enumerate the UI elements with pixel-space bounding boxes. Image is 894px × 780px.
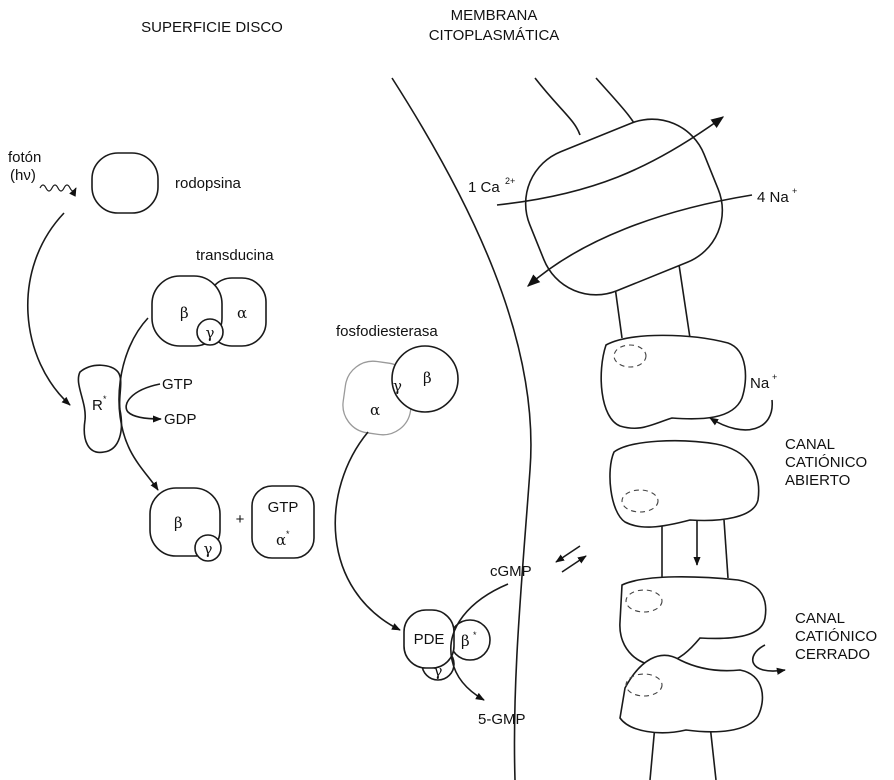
pde-complex-gamma-label: γ bbox=[434, 662, 443, 680]
sodium-charge: + bbox=[772, 372, 777, 382]
activated-rhodopsin-label: R bbox=[92, 397, 103, 414]
rhodopsin-shape bbox=[92, 153, 158, 213]
open-channel-line1: CANAL bbox=[785, 436, 835, 453]
photon-hv-label: (hν) bbox=[10, 167, 36, 184]
active-alpha-label: α bbox=[276, 531, 286, 549]
channel-subunit-1 bbox=[601, 335, 745, 428]
cation-blocked-arrow bbox=[753, 645, 785, 671]
alpha-gtp-label: GTP bbox=[268, 499, 299, 516]
open-channel-line2: CATIÓNICO bbox=[785, 454, 867, 471]
equilibrium-arrow-left bbox=[556, 546, 580, 562]
pde-complex-beta-label: β bbox=[461, 632, 470, 650]
sodium-exchanger-charge: + bbox=[792, 186, 797, 196]
photon-label: fotón bbox=[8, 149, 41, 166]
equilibrium-arrow-right bbox=[562, 556, 586, 572]
sodium-label: Na bbox=[750, 375, 770, 392]
gtp-label: GTP bbox=[162, 376, 193, 393]
header-membrane-line2: CITOPLASMÁTICA bbox=[429, 27, 560, 44]
pde-gamma-label: γ bbox=[393, 377, 402, 395]
cgmp-label: cGMP bbox=[490, 563, 532, 580]
calcium-charge: 2+ bbox=[505, 176, 515, 186]
channel-subunit-4 bbox=[620, 655, 762, 732]
transducin-alpha-label: α bbox=[237, 304, 247, 322]
gdp-label: GDP bbox=[164, 411, 197, 428]
transducin-beta-label: β bbox=[180, 304, 189, 322]
open-channel-line3: ABIERTO bbox=[785, 472, 850, 489]
closed-channel-line3: CERRADO bbox=[795, 646, 870, 663]
transducin-label: transducina bbox=[196, 247, 274, 264]
channel-column-left-top bbox=[535, 78, 580, 135]
sodium-exchanger-label: 4 Na bbox=[757, 189, 789, 206]
channel-column-left-bottom bbox=[650, 725, 655, 780]
channel-column-right-bottom bbox=[710, 725, 716, 780]
plus-sign: + bbox=[236, 511, 245, 528]
rhodopsin-label: rodopsina bbox=[175, 175, 242, 192]
closed-channel-line2: CATIÓNICO bbox=[795, 628, 877, 645]
phosphodiesterase-label: fosfodiesterasa bbox=[336, 323, 438, 340]
transducin-gamma-label: γ bbox=[206, 324, 215, 342]
beta-gamma-gamma-label: γ bbox=[204, 540, 213, 558]
rhodopsin-activation-arrow bbox=[28, 213, 70, 405]
activated-rhodopsin-star: * bbox=[103, 394, 107, 404]
five-gmp-label: 5-GMP bbox=[478, 711, 526, 728]
header-disc-surface: SUPERFICIE DISCO bbox=[141, 19, 283, 36]
pde-complex-label: PDE bbox=[414, 631, 445, 648]
photon-wave bbox=[40, 185, 76, 191]
channel-subunit-2 bbox=[610, 441, 759, 527]
channel-column-right-mid bbox=[678, 258, 690, 338]
active-alpha-star: * bbox=[286, 529, 290, 539]
na-ca-exchanger bbox=[509, 102, 740, 312]
beta-gamma-beta-label: β bbox=[174, 514, 183, 532]
channel-column-right-mid2 bbox=[724, 520, 728, 578]
pde-complex-beta-star: * bbox=[473, 630, 477, 640]
gtp-gdp-exchange-arrow bbox=[126, 384, 161, 419]
calcium-label: 1 Ca bbox=[468, 179, 500, 196]
header-membrane-line1: MEMBRANA bbox=[451, 7, 538, 24]
pde-beta-label: β bbox=[423, 369, 432, 387]
transducin-activation-arrow bbox=[119, 318, 158, 490]
pde-alpha-label: α bbox=[370, 401, 380, 419]
pde-activation-arrow bbox=[335, 432, 400, 630]
closed-channel-line1: CANAL bbox=[795, 610, 845, 627]
